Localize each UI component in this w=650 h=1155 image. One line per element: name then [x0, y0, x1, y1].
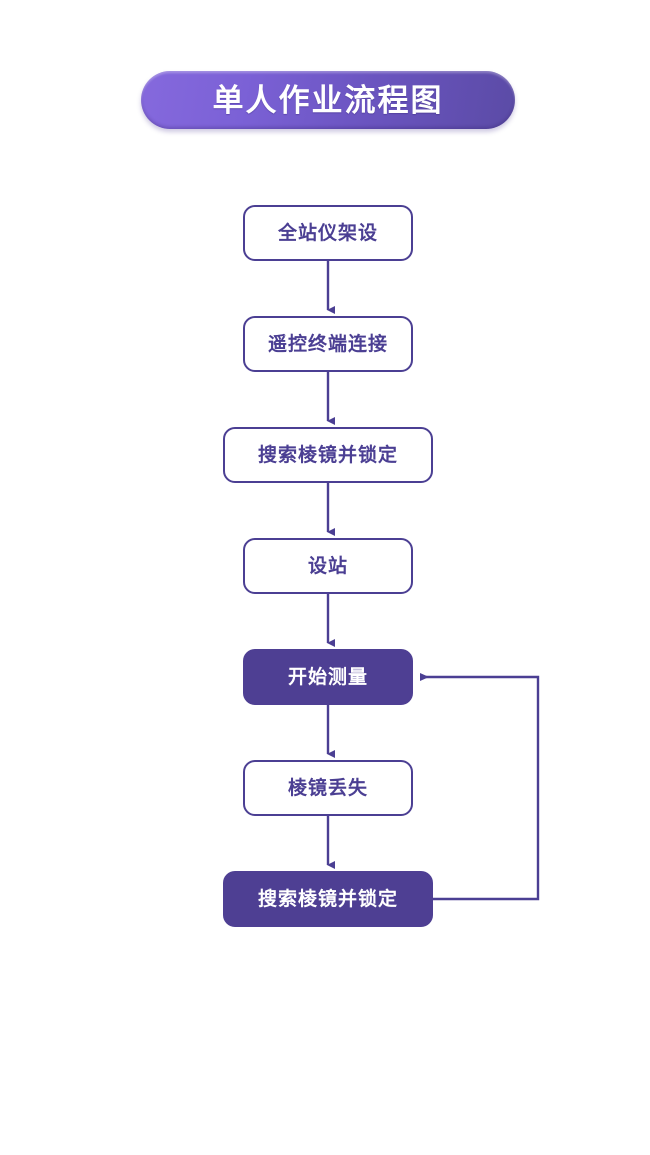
- flow-node-label: 开始测量: [287, 666, 368, 688]
- flow-node-label: 设站: [307, 555, 348, 577]
- flow-node-lengjing-diushi[interactable]: 棱镜丢失: [243, 760, 413, 816]
- flow-node-label: 全站仪架设: [277, 222, 378, 244]
- flow-node-label: 搜索棱镜并锁定: [257, 444, 398, 466]
- flow-node-shezhan[interactable]: 设站: [243, 538, 413, 594]
- flow-node-sousuo-lengjing-bingsuoding-1[interactable]: 搜索棱镜并锁定: [223, 427, 433, 483]
- flow-node-label: 搜索棱镜并锁定: [257, 888, 398, 910]
- flow-node-sousuo-lengjing-bingsuoding-2[interactable]: 搜索棱镜并锁定: [223, 871, 433, 927]
- flow-node-quanzhanyi-jiashe[interactable]: 全站仪架设: [243, 205, 413, 261]
- page-title-pill: 单人作业流程图: [141, 71, 515, 129]
- flow-node-label: 遥控终端连接: [267, 333, 388, 355]
- flow-node-label: 棱镜丢失: [287, 777, 368, 799]
- flow-node-kaishi-celiang[interactable]: 开始测量: [243, 649, 413, 705]
- edge-n7-n5-feedback-loop: [420, 673, 540, 901]
- page-title: 单人作业流程图: [212, 82, 444, 118]
- flow-node-yaokong-zhongduan-lianjie[interactable]: 遥控终端连接: [243, 316, 413, 372]
